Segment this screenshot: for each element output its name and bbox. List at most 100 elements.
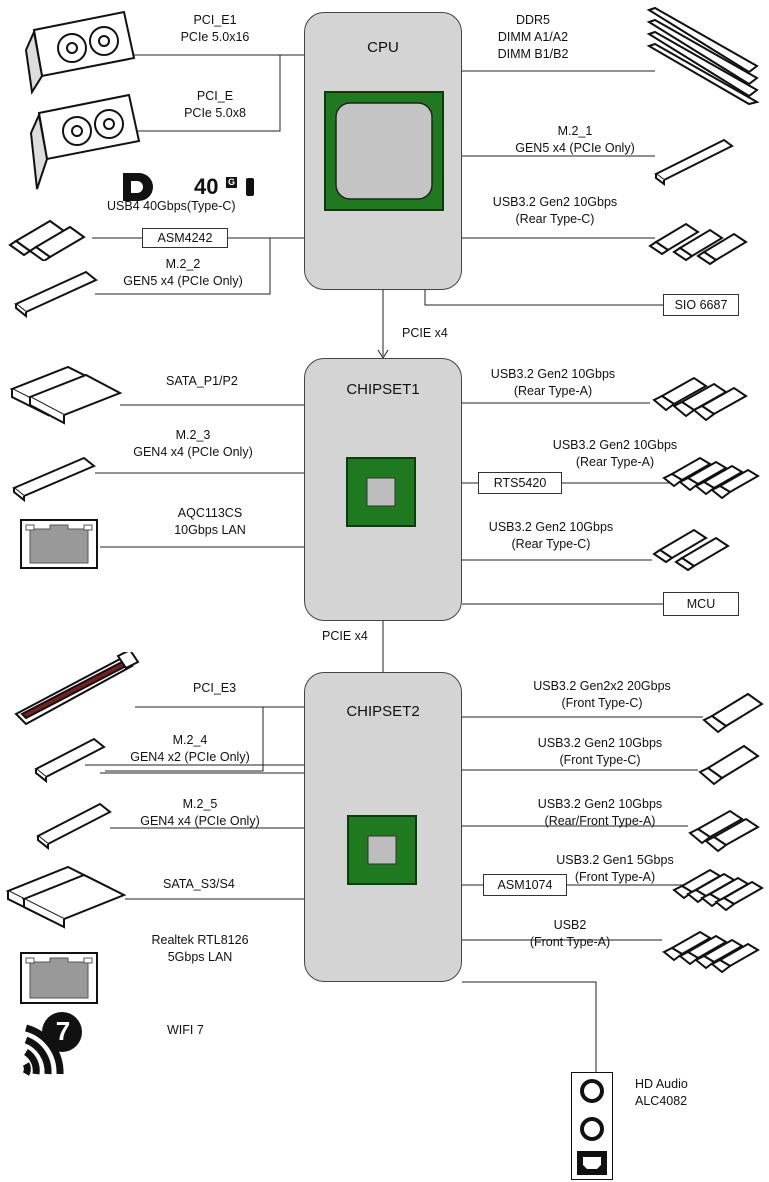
chipset2-title: CHIPSET2 bbox=[305, 703, 461, 720]
pci-e3-label: PCI_E3 bbox=[193, 680, 236, 697]
ddr5-name: DDR5 bbox=[488, 12, 578, 29]
hd-audio-name: HD Audio bbox=[635, 1076, 688, 1093]
sata-drive-icon bbox=[8, 365, 123, 427]
mcu-chip: MCU bbox=[663, 592, 739, 616]
m2-3-spec: GEN4 x4 (PCIe Only) bbox=[118, 444, 268, 461]
aqc113cs-label: AQC113CS 10Gbps LAN bbox=[150, 505, 270, 539]
ethernet-port-icon bbox=[20, 519, 100, 571]
pci-e1-name: PCI_E1 bbox=[160, 12, 270, 29]
badge-40: 40 bbox=[194, 175, 218, 199]
sio-6687-chip: SIO 6687 bbox=[663, 294, 739, 316]
usb-c-single-plug-icon bbox=[700, 688, 769, 736]
m2-ssd-icon-3 bbox=[8, 454, 98, 504]
audio-jack-icon bbox=[572, 1073, 612, 1179]
m2-ssd-icon-5 bbox=[32, 800, 117, 852]
m2-ssd-icon bbox=[10, 268, 100, 318]
pci-e-name: PCI_E bbox=[160, 88, 270, 105]
usb-5g-speed: USB3.2 Gen1 5Gbps bbox=[540, 852, 690, 869]
m2-5-label: M.2_5 GEN4 x4 (PCIe Only) bbox=[130, 796, 270, 830]
chipset2-block: CHIPSET2 bbox=[304, 672, 462, 982]
cpu-block: CPU bbox=[304, 12, 462, 290]
m2-5-name: M.2_5 bbox=[130, 796, 270, 813]
usb-20g-speed: USB3.2 Gen2x2 20Gbps bbox=[522, 678, 682, 695]
usb-10g-c-speed: USB3.2 Gen2 10Gbps bbox=[530, 735, 670, 752]
usb-a-quad-plug-icon-2 bbox=[670, 856, 769, 914]
usb-10g-a-label: USB3.2 Gen2 10Gbps (Rear/Front Type-A) bbox=[520, 796, 680, 830]
hd-audio-label: HD Audio ALC4082 bbox=[635, 1076, 688, 1110]
cpu-usb-rear-c-type: (Rear Type-C) bbox=[490, 211, 620, 228]
usb2-type: (Front Type-A) bbox=[510, 934, 630, 951]
m2-5-spec: GEN4 x4 (PCIe Only) bbox=[130, 813, 270, 830]
pcie-slot-icon bbox=[10, 652, 140, 732]
usb2-name: USB2 bbox=[510, 917, 630, 934]
hd-audio-codec: ALC4082 bbox=[635, 1093, 688, 1110]
chipset1-block: CHIPSET1 bbox=[304, 358, 462, 621]
hd-audio-panel bbox=[571, 1072, 613, 1180]
wifi7-label: WIFI 7 bbox=[167, 1022, 204, 1039]
chipset1-usb-c-label: USB3.2 Gen2 10Gbps (Rear Type-C) bbox=[486, 519, 616, 553]
m2-2-name: M.2_2 bbox=[108, 256, 258, 273]
chipset1-usb-c-speed: USB3.2 Gen2 10Gbps bbox=[486, 519, 616, 536]
rtl8126-name: Realtek RTL8126 bbox=[135, 932, 265, 949]
usb-20g-label: USB3.2 Gen2x2 20Gbps (Front Type-C) bbox=[522, 678, 682, 712]
pci-e-label: PCI_E PCIe 5.0x8 bbox=[160, 88, 270, 122]
sata-s3s4-label: SATA_S3/S4 bbox=[163, 876, 235, 893]
chipset2-chip-icon bbox=[347, 815, 417, 885]
m2-4-label: M.2_4 GEN4 x2 (PCIe Only) bbox=[120, 732, 260, 766]
chipset1-usb-c-type: (Rear Type-C) bbox=[486, 536, 616, 553]
m2-ssd-icon-4 bbox=[30, 735, 110, 785]
ddr5-dimm-b: DIMM B1/B2 bbox=[488, 46, 578, 63]
m2-4-name: M.2_4 bbox=[120, 732, 260, 749]
ddr5-dimm-a: DIMM A1/A2 bbox=[488, 29, 578, 46]
aqc113cs-name: AQC113CS bbox=[150, 505, 270, 522]
rtl8126-label: Realtek RTL8126 5Gbps LAN bbox=[135, 932, 265, 966]
usb-c-double-plug-icon bbox=[650, 518, 745, 574]
usb4-label: USB4 40Gbps(Type-C) bbox=[107, 198, 236, 215]
m2-2-label: M.2_2 GEN5 x4 (PCIe Only) bbox=[108, 256, 258, 290]
m2-3-label: M.2_3 GEN4 x4 (PCIe Only) bbox=[118, 427, 268, 461]
asm4242-chip: ASM4242 bbox=[142, 228, 228, 248]
m2-1-name: M.2_1 bbox=[500, 123, 650, 140]
graphics-card-icon bbox=[20, 10, 140, 95]
chipset1-usb-a1-speed: USB3.2 Gen2 10Gbps bbox=[488, 366, 618, 383]
usb2-label: USB2 (Front Type-A) bbox=[510, 917, 630, 951]
cpu-chipset1-link-label: PCIE x4 bbox=[402, 325, 448, 342]
chipset1-usb-a1-label: USB3.2 Gen2 10Gbps (Rear Type-A) bbox=[488, 366, 618, 400]
badge-g: G bbox=[226, 177, 237, 188]
usb-a-triple-plug-icon bbox=[650, 364, 760, 422]
m2-1-label: M.2_1 GEN5 x4 (PCIe Only) bbox=[500, 123, 650, 157]
wifi7-badge: 7 bbox=[48, 1016, 78, 1046]
usb-c-triple-plug-icon bbox=[648, 210, 758, 266]
badge-bar-icon bbox=[246, 178, 254, 196]
usb-a-quad-plug-icon-3 bbox=[660, 918, 769, 976]
thunderbolt-40g-badge: 40 G bbox=[194, 177, 262, 199]
m2-2-spec: GEN5 x4 (PCIe Only) bbox=[108, 273, 258, 290]
pci-e-spec: PCIe 5.0x8 bbox=[160, 105, 270, 122]
m2-ssd-icon-2 bbox=[652, 136, 737, 188]
usb-c-single-plug-icon-2 bbox=[696, 740, 766, 788]
sata-p1p2-label: SATA_P1/P2 bbox=[166, 373, 238, 390]
usb-a-double-plug-icon bbox=[686, 801, 766, 853]
rtl8126-speed: 5Gbps LAN bbox=[135, 949, 265, 966]
cpu-usb-rear-c-label: USB3.2 Gen2 10Gbps (Rear Type-C) bbox=[490, 194, 620, 228]
usb-10g-a-type: (Rear/Front Type-A) bbox=[520, 813, 680, 830]
m2-1-spec: GEN5 x4 (PCIe Only) bbox=[500, 140, 650, 157]
usb-20g-type: (Front Type-C) bbox=[522, 695, 682, 712]
chipset1-chip-icon bbox=[346, 457, 416, 527]
pci-e1-spec: PCIe 5.0x16 bbox=[160, 29, 270, 46]
m2-3-name: M.2_3 bbox=[118, 427, 268, 444]
asm1074-chip: ASM1074 bbox=[483, 874, 567, 896]
usb-c-plug-icon bbox=[8, 211, 93, 261]
m2-4-spec: GEN4 x2 (PCIe Only) bbox=[120, 749, 260, 766]
sata-drive-icon-2 bbox=[4, 865, 129, 931]
chipset1-usb-a1-type: (Rear Type-A) bbox=[488, 383, 618, 400]
cpu-chip-icon bbox=[324, 91, 444, 211]
ddr5-label: DDR5 DIMM A1/A2 DIMM B1/B2 bbox=[488, 12, 578, 63]
chipset1-title: CHIPSET1 bbox=[305, 381, 461, 398]
rts5420-chip: RTS5420 bbox=[478, 472, 562, 494]
chipset1-chipset2-link-label: PCIE x4 bbox=[322, 628, 368, 645]
usb-10g-c-type: (Front Type-C) bbox=[530, 752, 670, 769]
pci-e1-label: PCI_E1 PCIe 5.0x16 bbox=[160, 12, 270, 46]
usb-10g-c-label: USB3.2 Gen2 10Gbps (Front Type-C) bbox=[530, 735, 670, 769]
